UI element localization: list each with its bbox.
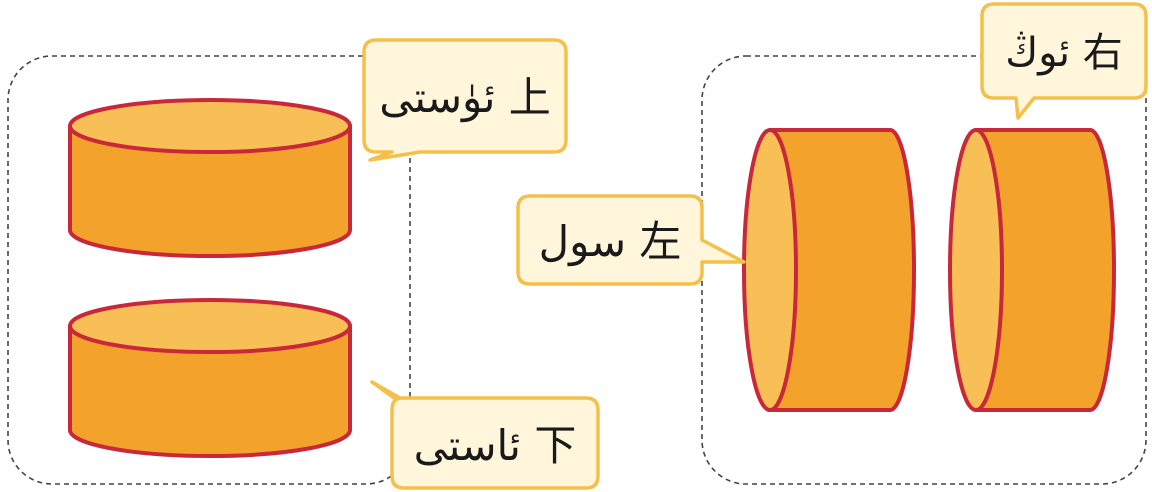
left-group-border [7,55,411,485]
right-group-border [701,55,1147,485]
bottom-label-text: ئاستى 下 [414,421,577,470]
right-label-bubble: ئوڭ 右 [980,2,1148,120]
top-label-bubble: ئۈستى 上 [362,38,568,162]
left-standing-cylinder [742,128,916,412]
left-label-text: سول 左 [539,217,682,266]
right-label-text: ئوڭ 右 [1005,30,1122,76]
lower-cylinder [68,298,352,458]
bottom-label-bubble: ئاستى 下 [370,380,600,490]
left-label-bubble: سول 左 [516,194,746,286]
right-standing-cylinder [948,128,1116,412]
upper-cylinder [68,98,352,258]
top-label-text: ئۈستى 上 [379,73,551,122]
